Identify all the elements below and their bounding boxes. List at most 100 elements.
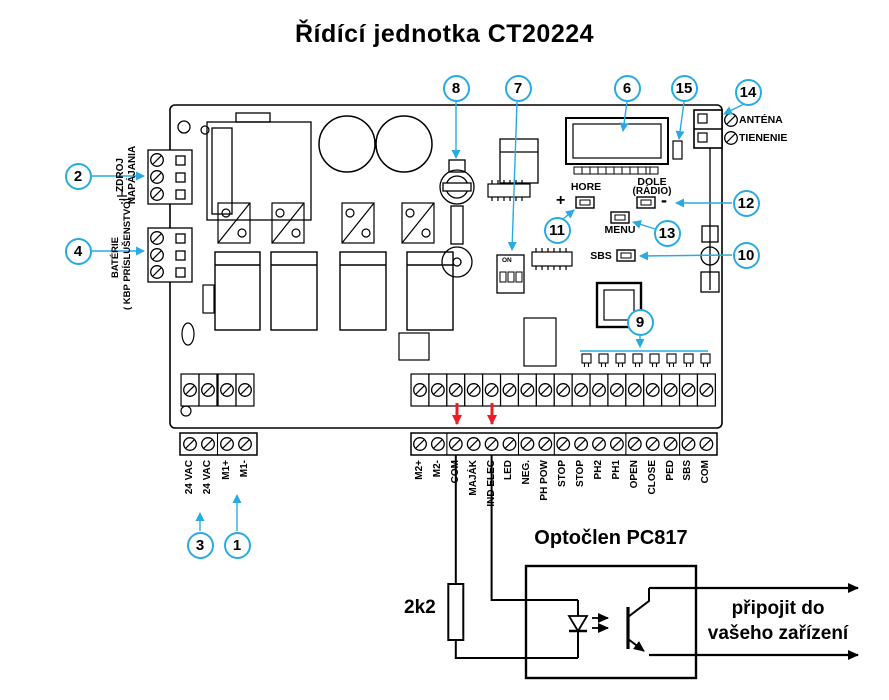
callout-13: 13 [653, 219, 681, 247]
callout-3: 3 [186, 531, 214, 559]
antena-label: ANTÉNA [739, 114, 783, 126]
terminal-label: STOP [575, 460, 586, 488]
callout-9: 9 [626, 308, 654, 336]
callout-number: 14 [739, 83, 757, 101]
callout-number: 3 [195, 536, 205, 554]
jumper-row [580, 350, 711, 367]
main-ic [595, 281, 643, 329]
terminal-label: COM [700, 460, 711, 484]
terminal-label: 24 VAC [184, 460, 195, 495]
wire-indelec [490, 455, 578, 601]
callout-leaders [92, 101, 745, 531]
callout-15: 15 [670, 74, 698, 102]
capacitor-left [318, 115, 376, 173]
button-sbs [616, 249, 636, 262]
terminal-label: STOP [557, 460, 568, 488]
callout-number: 4 [73, 242, 83, 260]
terminal-label: PH POW [539, 460, 550, 501]
phototransistor [626, 588, 650, 652]
callout-number: 15 [675, 79, 693, 97]
terminal-label: SBS [682, 460, 693, 481]
lcd-display [565, 117, 669, 175]
button-hore [575, 196, 595, 209]
callout-number: 7 [513, 79, 523, 97]
terminal-label: M1+ [221, 460, 232, 480]
relay-small [499, 138, 539, 184]
callout-number: 2 [73, 167, 83, 185]
callout-4: 4 [64, 237, 92, 265]
optocoupler-box [524, 564, 698, 680]
fuse [439, 159, 475, 245]
misc-components [181, 284, 557, 367]
callout-number: 11 [549, 221, 565, 239]
battery-connector [147, 227, 193, 283]
terminal-label: OPEN [629, 460, 640, 489]
callout-number: 10 [737, 246, 755, 264]
terminal-label: CLOSE [647, 460, 658, 495]
terminal-strip-left [179, 432, 258, 456]
callout-number: 1 [232, 536, 242, 554]
terminal-label: PH1 [611, 460, 622, 480]
hore-label: HORE [570, 181, 602, 193]
connect-line2: vašeho zařízení [707, 623, 849, 644]
callout-2: 2 [64, 162, 92, 190]
ic-small-2 [531, 248, 573, 270]
callout-number: 6 [622, 79, 632, 97]
callout-14: 14 [734, 78, 762, 106]
callout-1: 1 [223, 531, 251, 559]
tienenie-label: TIENENIE [739, 132, 788, 144]
callout-7: 7 [504, 74, 532, 102]
wire-com [454, 455, 578, 659]
dip-switch [496, 254, 525, 294]
sbs-label: SBS [590, 250, 612, 262]
connect-label: připojit do vašeho zařízení [688, 596, 868, 646]
capacitor-right [375, 115, 433, 173]
button-dole [636, 196, 656, 209]
dip-on-label: ON [502, 257, 512, 264]
callout-8: 8 [442, 74, 470, 102]
resistor-2k2 [447, 583, 465, 641]
antenna-terminal [693, 109, 739, 149]
callout-number: 12 [737, 194, 755, 212]
menu-label: MENU [604, 224, 636, 236]
optocoupler-title: Optočlen PC817 [534, 527, 688, 549]
callout-number: 9 [635, 313, 645, 331]
callout-12: 12 [732, 189, 760, 217]
minus-label: - [661, 190, 667, 210]
display-driver [672, 140, 683, 160]
terminal-label: IND ELEC [486, 460, 497, 507]
callout-10: 10 [732, 241, 760, 269]
page-title: Řídící jednotka CT20224 [294, 20, 595, 48]
onboard-terminals-main [411, 374, 715, 406]
terminal-label: M2- [432, 460, 443, 478]
radio-label: (RÁDIO) [632, 186, 672, 197]
terminal-label: LED [503, 460, 514, 480]
terminal-label: MAJÁK [468, 460, 479, 496]
dole-label: DOLE [637, 176, 667, 188]
ic-small-1 [487, 180, 531, 201]
terminal-label: PED [665, 460, 676, 481]
resistor-value-label: 2k2 [404, 597, 436, 618]
button-menu [610, 211, 630, 224]
onboard-terminals-left [181, 374, 254, 406]
terminal-label: NEG. [521, 460, 532, 485]
terminal-label: M2+ [414, 460, 425, 480]
terminal-label: COM [450, 460, 461, 484]
terminal-label: PH2 [593, 460, 604, 480]
relay-drivers [217, 202, 435, 244]
relays [214, 251, 454, 331]
callout-11: 11 [543, 216, 571, 244]
terminal-label: M1- [239, 460, 250, 478]
plus-label: + [556, 192, 566, 209]
callout-number: 8 [451, 79, 461, 97]
callout-6: 6 [613, 74, 641, 102]
baterie-line1: BATÉRIE [110, 237, 121, 278]
terminal-strip-main [410, 432, 718, 456]
power-connector [147, 149, 193, 205]
led-symbol [567, 600, 589, 658]
ground-symbol-icon [117, 189, 127, 204]
terminal-label: 24 VAC [202, 460, 213, 495]
baterie-line2: ( KBP PRÍSLUŠENSTVO) [122, 198, 133, 310]
